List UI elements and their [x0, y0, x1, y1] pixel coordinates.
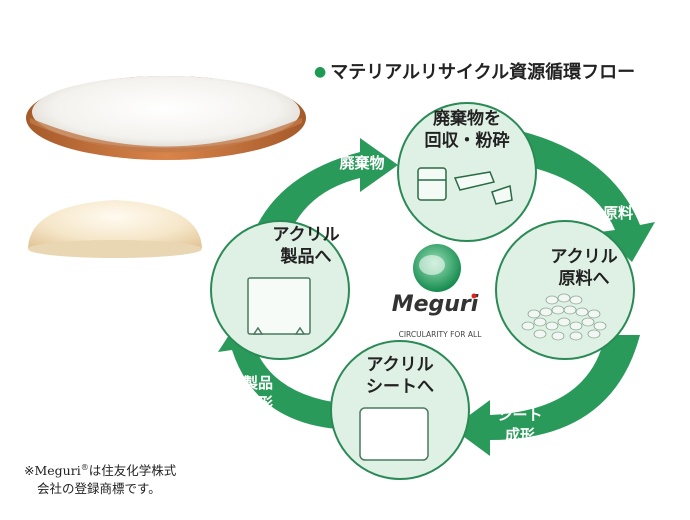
node-product-line1: アクリル [272, 225, 339, 245]
ceiling-light-image-1 [26, 76, 306, 160]
node-raw-line1: アクリル [550, 247, 617, 267]
node-collect-line1: 廃棄物を [433, 108, 501, 129]
node-acrylic-sheet: アクリル シートへ [330, 340, 470, 480]
meguri-logo: Meguri CIRCULARITY FOR ALL [392, 244, 483, 339]
footnote-line1: ※Meguri [24, 463, 81, 479]
node-sheet-line1: アクリル [366, 355, 433, 375]
arrow-label-waste: 廃棄物 [339, 154, 384, 172]
footnote-line1b: は住友化学株式 [88, 463, 177, 479]
acrylic-sheet-icon [359, 407, 429, 461]
meguri-logo-text: Meguri [392, 292, 479, 317]
node-raw-material: アクリル 原料へ [495, 220, 635, 360]
node-product-line2: 製品へ [280, 246, 332, 267]
trademark-footnote: ※Meguri®は住友化学株式 会社の登録商標です。 [24, 459, 176, 498]
node-collect-crush: 廃棄物を 回収・粉砕 [397, 102, 537, 242]
arrow-label-sheet-2: 成形 [505, 426, 535, 444]
arrow-label-product-2: 成形 [243, 394, 273, 412]
footnote-line2: 会社の登録商標です。 [37, 481, 161, 497]
recycling-machine-icon [417, 167, 513, 205]
acrylic-partition-icon [247, 277, 311, 335]
node-acrylic-product: アクリル 製品へ [210, 220, 350, 360]
node-raw-line2: 原料へ [559, 268, 610, 289]
pellets-icon [521, 293, 607, 341]
arrow-label-sheet-1: シート [497, 406, 542, 424]
bullet-icon: ● [314, 64, 327, 80]
footnote-registered-mark: ® [80, 463, 89, 472]
arrow-label-material: 原料 [603, 204, 633, 222]
arrow-label-product-1: 製品 [242, 374, 273, 392]
meguri-tagline: CIRCULARITY FOR ALL [399, 330, 483, 339]
node-sheet-line2: シートへ [366, 377, 434, 397]
diagram-title: ●マテリアルリサイクル資源循環フロー [314, 58, 635, 84]
diagram-title-text: マテリアルリサイクル資源循環フロー [330, 62, 636, 83]
node-collect-line2: 回収・粉砕 [425, 130, 510, 151]
ceiling-light-image-2 [28, 200, 202, 258]
